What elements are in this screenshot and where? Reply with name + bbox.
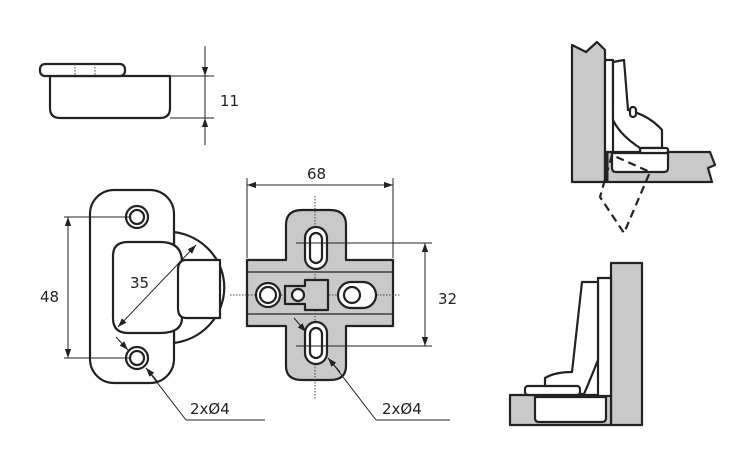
mounting-plate-view: 68 32 2xØ4 [230, 165, 457, 421]
dim-cup-diameter-35: 35 [130, 274, 149, 292]
cup-side-view: 11 [38, 46, 239, 145]
dim-cup-screw-holes: 2xØ4 [190, 400, 230, 418]
dim-plate-hole-spacing-32: 32 [438, 290, 457, 308]
installed-side-view-top [570, 40, 717, 236]
dim-cup-depth: 11 [220, 92, 239, 110]
dim-plate-screw-holes: 2xØ4 [382, 400, 422, 418]
dim-plate-width-68: 68 [307, 165, 326, 183]
installed-side-view-bottom [508, 261, 644, 427]
cup-front-view: 48 35 2xØ4 [40, 188, 265, 421]
dim-hole-spacing-48: 48 [40, 288, 59, 306]
